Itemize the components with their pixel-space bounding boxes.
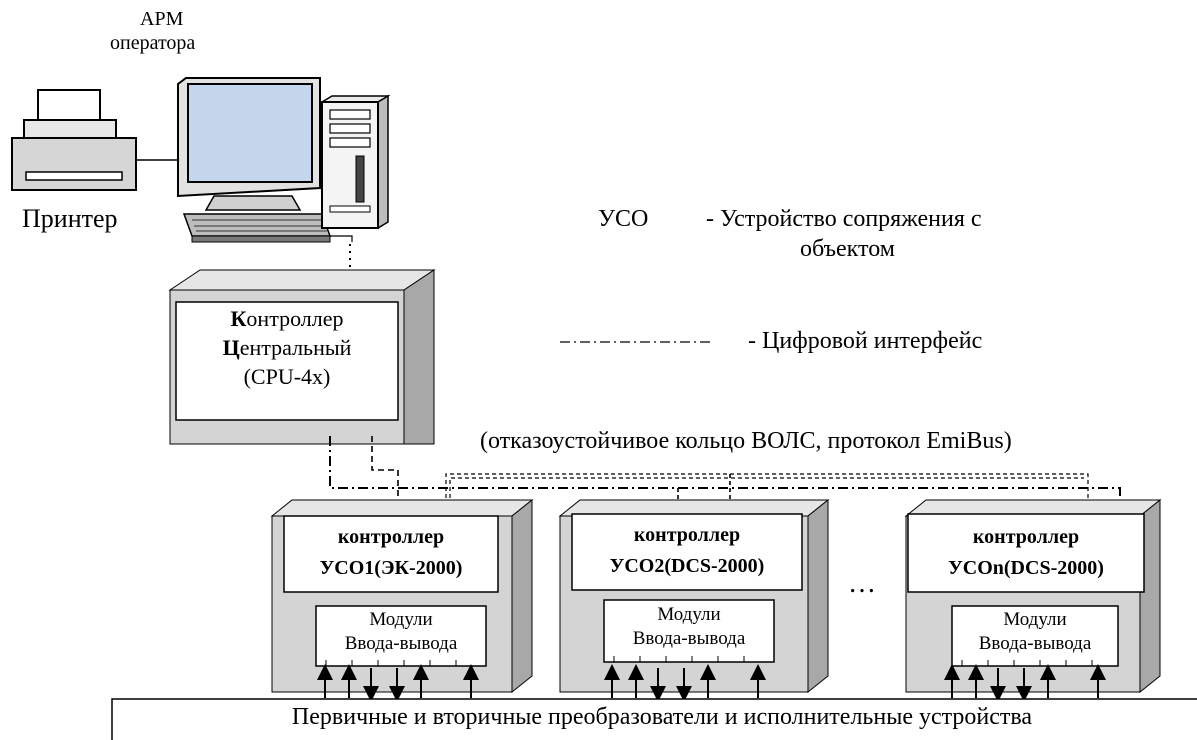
uso-2-title: контроллер УСО2(DCS-2000)	[572, 520, 802, 582]
field-devices-label: Первичные и вторичные преобразователи и …	[291, 704, 1033, 730]
printer-label: Принтер	[22, 204, 118, 233]
legend-uso-definition-2: объектом	[800, 236, 895, 262]
uso-2-modules: Модули Ввода-вывода	[604, 603, 774, 651]
central-controller-line1: Контроллер	[230, 306, 344, 331]
uso-block-1	[270, 498, 534, 694]
uso-n-modules: Модули Ввода-вывода	[952, 608, 1118, 656]
legend-digital-interface: - Цифровой интерфейс	[748, 328, 983, 354]
monitor-icon	[177, 77, 321, 211]
uso-1-title-line1: контроллер	[337, 526, 445, 548]
uso-1-title-line2: УСО1(ЭК-2000)	[319, 557, 463, 579]
uso-block-2	[558, 498, 830, 694]
ellipsis: …	[848, 568, 876, 599]
uso-n-title: контроллер УСОn(DCS-2000)	[908, 522, 1144, 584]
uso-1-modules: Модули Ввода-вывода	[316, 608, 486, 656]
legend-uso-abbr: УСО	[598, 206, 649, 232]
uso-block-n	[904, 498, 1162, 694]
uso-2-modules-line2: Ввода-вывода	[632, 628, 746, 649]
central-controller-line3: (CPU-4x)	[243, 364, 331, 389]
legend-uso-definition-1: - Устройство сопряжения с	[706, 206, 982, 232]
central-controller-box	[168, 269, 436, 445]
uso-n-modules-line1: Модули	[1003, 609, 1067, 630]
uso-2-modules-line1: Модули	[657, 604, 721, 625]
module-ticks	[325, 656, 1093, 666]
uso-2-title-line2: УСО2(DCS-2000)	[609, 555, 765, 577]
ring-caption: (отказоустойчивое кольцо ВОЛС, протокол …	[480, 428, 1012, 454]
uso-1-title: контроллер УСО1(ЭК-2000)	[284, 522, 498, 584]
uso-n-title-line1: контроллер	[972, 526, 1080, 548]
central-controller-label: Контроллер Центральный (CPU-4x)	[176, 304, 398, 391]
uso-n-modules-line2: Ввода-вывода	[978, 633, 1092, 654]
system-unit-icon	[319, 94, 391, 230]
central-controller-line2: Центральный	[222, 335, 352, 360]
keyboard-cable	[330, 235, 353, 242]
printer-icon	[11, 89, 137, 191]
field-devices-box	[111, 698, 1197, 740]
io-arrows	[317, 664, 1106, 702]
uso-1-modules-line2: Ввода-вывода	[344, 633, 458, 654]
uso-1-modules-line1: Модули	[369, 609, 433, 630]
keyboard-icon	[182, 213, 332, 243]
workstation-label-2: оператора	[110, 32, 196, 54]
uso-n-title-line2: УСОn(DCS-2000)	[948, 557, 1104, 579]
uso-2-title-line1: контроллер	[633, 524, 741, 546]
workstation-label-1: АРМ	[140, 8, 184, 30]
